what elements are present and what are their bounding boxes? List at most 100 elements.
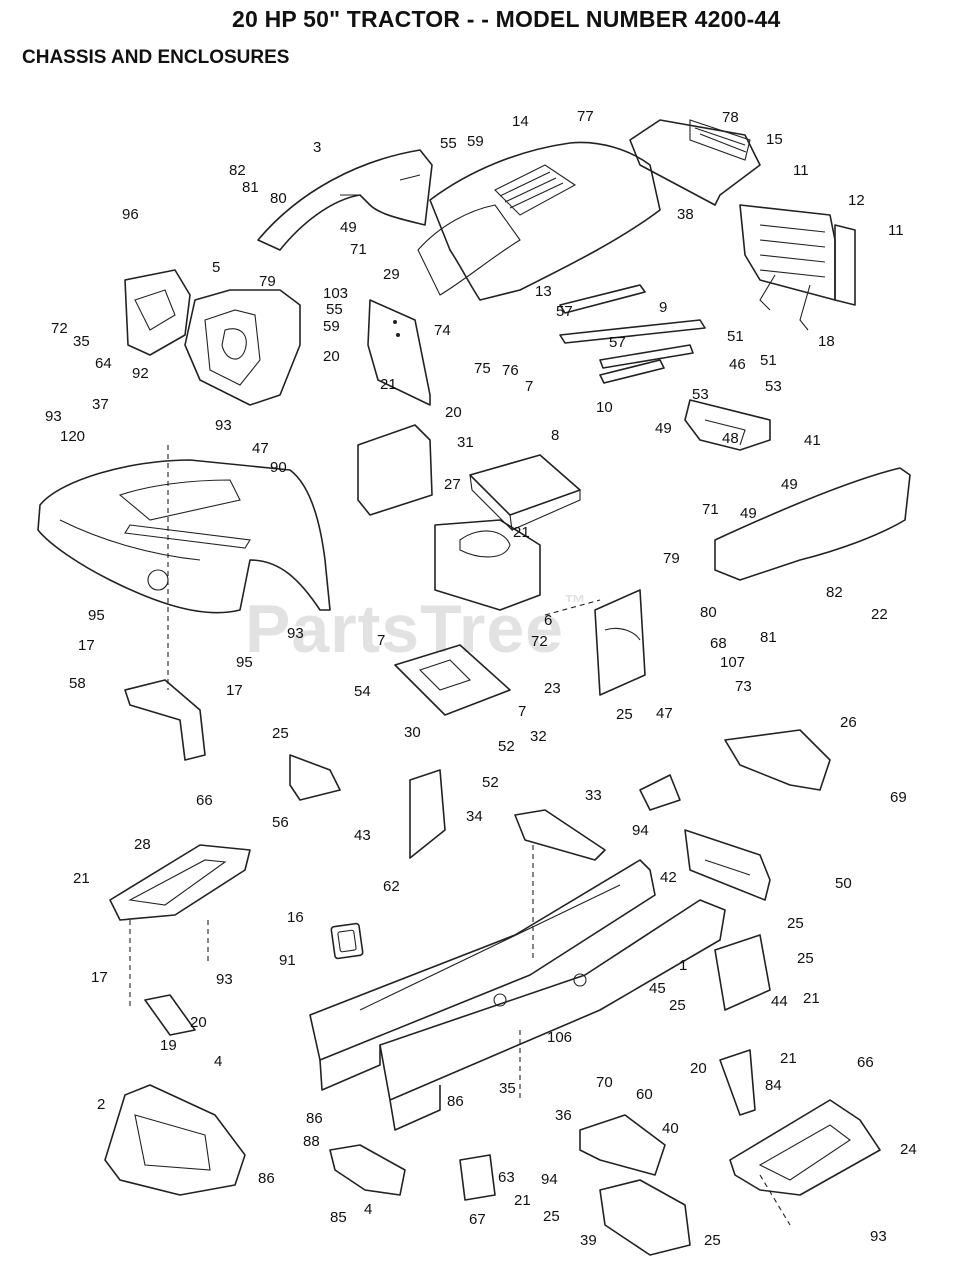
callout-21: 21 <box>73 870 90 887</box>
part-hood <box>417 141 661 301</box>
callout-86: 86 <box>447 1093 464 1110</box>
callout-92: 92 <box>132 365 149 382</box>
part-dash-panel <box>257 149 433 251</box>
callout-70: 70 <box>596 1074 613 1091</box>
callout-93: 93 <box>45 408 62 425</box>
callout-22: 22 <box>871 606 888 623</box>
part-hitch-40 <box>579 1114 666 1176</box>
callout-93: 93 <box>215 417 232 434</box>
part-hood-links <box>559 284 706 384</box>
callout-93: 93 <box>287 625 304 642</box>
callout-84: 84 <box>765 1077 782 1094</box>
callout-33: 33 <box>585 787 602 804</box>
callout-71: 71 <box>350 241 367 258</box>
callout-57: 57 <box>556 303 573 320</box>
callout-12: 12 <box>848 192 865 209</box>
callout-94: 94 <box>541 1171 558 1188</box>
callout-60: 60 <box>636 1086 653 1103</box>
part-bracket-39 <box>599 1179 691 1256</box>
callout-52: 52 <box>482 774 499 791</box>
callout-16: 16 <box>287 909 304 926</box>
callout-94: 94 <box>632 822 649 839</box>
callout-30: 30 <box>404 724 421 741</box>
callout-107: 107 <box>720 654 745 671</box>
part-grille <box>629 119 761 206</box>
callout-13: 13 <box>535 283 552 300</box>
callout-82: 82 <box>826 584 843 601</box>
part-platform-30 <box>394 644 511 716</box>
diagram-title: 20 HP 50" TRACTOR - - MODEL NUMBER 4200-… <box>232 6 781 32</box>
callout-47: 47 <box>656 705 673 722</box>
callout-79: 79 <box>663 550 680 567</box>
callout-21: 21 <box>803 990 820 1007</box>
callout-44: 44 <box>771 993 788 1010</box>
callout-39: 39 <box>580 1232 597 1249</box>
callout-31: 31 <box>457 434 474 451</box>
callout-6: 6 <box>544 612 552 629</box>
callout-63: 63 <box>498 1169 515 1186</box>
callout-50: 50 <box>835 875 852 892</box>
callout-4: 4 <box>364 1201 372 1218</box>
part-bracket-56 <box>289 754 341 801</box>
callout-51: 51 <box>727 328 744 345</box>
callout-52: 52 <box>498 738 515 755</box>
callout-25: 25 <box>787 915 804 932</box>
callout-34: 34 <box>466 808 483 825</box>
part-bracket-50 <box>684 829 771 901</box>
part-side-panel <box>124 269 191 356</box>
callout-46: 46 <box>729 356 746 373</box>
part-bracket-29 <box>367 299 431 406</box>
part-bracket-33 <box>639 774 681 811</box>
callout-21: 21 <box>380 376 397 393</box>
callout-106: 106 <box>547 1029 572 1046</box>
part-19 <box>144 994 196 1036</box>
callout-36: 36 <box>555 1107 572 1124</box>
part-plate-27 <box>357 424 433 516</box>
part-bracket-34 <box>514 809 606 861</box>
callout-5: 5 <box>212 259 220 276</box>
callout-47: 47 <box>252 440 269 457</box>
part-bracket-44 <box>714 934 771 1011</box>
callout-21: 21 <box>513 524 530 541</box>
callout-74: 74 <box>434 322 451 339</box>
callout-37: 37 <box>92 396 109 413</box>
callout-93: 93 <box>216 971 233 988</box>
callout-78: 78 <box>722 109 739 126</box>
callout-14: 14 <box>512 113 529 130</box>
callout-54: 54 <box>354 683 371 700</box>
callout-28: 28 <box>134 836 151 853</box>
callout-21: 21 <box>514 1192 531 1209</box>
callout-19: 19 <box>160 1037 177 1054</box>
callout-67: 67 <box>469 1211 486 1228</box>
callout-1: 1 <box>679 957 687 974</box>
callout-64: 64 <box>95 355 112 372</box>
part-axle-bracket-85 <box>329 1144 406 1196</box>
callout-25: 25 <box>797 950 814 967</box>
callout-20: 20 <box>190 1014 207 1031</box>
callout-91: 91 <box>279 952 296 969</box>
part-16 <box>330 922 364 960</box>
callout-88: 88 <box>303 1133 320 1150</box>
callout-55: 55 <box>440 135 457 152</box>
part-side-rail <box>714 467 911 581</box>
part-platform-8 <box>469 454 581 532</box>
callout-40: 40 <box>662 1120 679 1137</box>
watermark-trademark: ™ <box>563 590 587 615</box>
callout-51: 51 <box>760 352 777 369</box>
callout-49: 49 <box>740 505 757 522</box>
callout-57: 57 <box>609 334 626 351</box>
callout-55: 55 <box>326 301 343 318</box>
callout-72: 72 <box>51 320 68 337</box>
callout-49: 49 <box>340 219 357 236</box>
callout-71: 71 <box>702 501 719 518</box>
callout-11: 11 <box>888 222 904 239</box>
callout-17: 17 <box>226 682 243 699</box>
callout-81: 81 <box>760 629 777 646</box>
callout-25: 25 <box>616 706 633 723</box>
callout-72: 72 <box>531 633 548 650</box>
callout-25: 25 <box>704 1232 721 1249</box>
callout-81: 81 <box>242 179 259 196</box>
callout-58: 58 <box>69 675 86 692</box>
